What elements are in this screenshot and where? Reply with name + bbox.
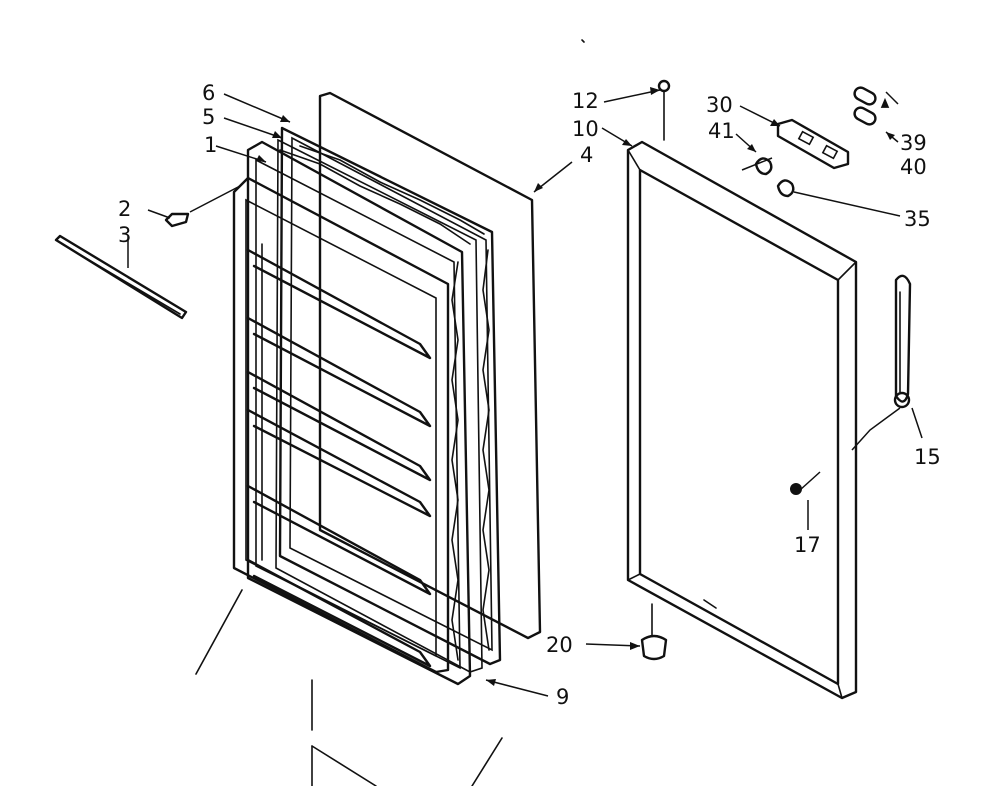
- part-35-nut: [776, 179, 795, 198]
- callout-10: 10: [572, 117, 599, 141]
- callout-5: 5: [202, 105, 215, 129]
- callout-4: 4: [580, 143, 593, 167]
- callout-39: 39: [900, 131, 927, 155]
- callout-17: 17: [794, 533, 821, 557]
- part-3-shelf-bar: [54, 234, 188, 320]
- callout-35: 35: [904, 207, 931, 231]
- callout-12: 12: [572, 89, 599, 113]
- callout-1: 1: [204, 133, 217, 157]
- callout-6: 6: [202, 81, 215, 105]
- part-17-plug: [790, 483, 802, 495]
- callout-40: 40: [900, 155, 927, 179]
- part-41-nut: [754, 157, 773, 176]
- door-liner-shelves: [232, 176, 450, 674]
- part-30-hinge: [776, 118, 850, 170]
- part-1-door-liner: [246, 140, 472, 686]
- part-2-screw: [164, 212, 190, 228]
- construction-lines: [195, 39, 585, 786]
- part-5-breaker-strip: [275, 138, 483, 673]
- part-15-handle: [893, 274, 912, 409]
- part-20-bushing: [640, 603, 668, 661]
- callout-30: 30: [706, 93, 733, 117]
- part-12-hinge-pin: [657, 79, 671, 141]
- part-39-40-spacers: [853, 86, 877, 126]
- callout-2: 2: [118, 197, 131, 221]
- part-10-outer-door: [626, 140, 858, 700]
- callout-labels: 6 5 1 2 3 4 12 10 30 41 39 40 35 15 17 2…: [118, 81, 941, 709]
- callout-15: 15: [914, 445, 941, 469]
- callout-9: 9: [556, 685, 569, 709]
- callout-3: 3: [118, 223, 131, 247]
- leader-lines: [127, 87, 923, 697]
- callout-41: 41: [708, 119, 735, 143]
- part-9-door-gasket: [278, 126, 502, 666]
- part-4-insulation-panel: [318, 91, 542, 640]
- callout-20: 20: [546, 633, 573, 657]
